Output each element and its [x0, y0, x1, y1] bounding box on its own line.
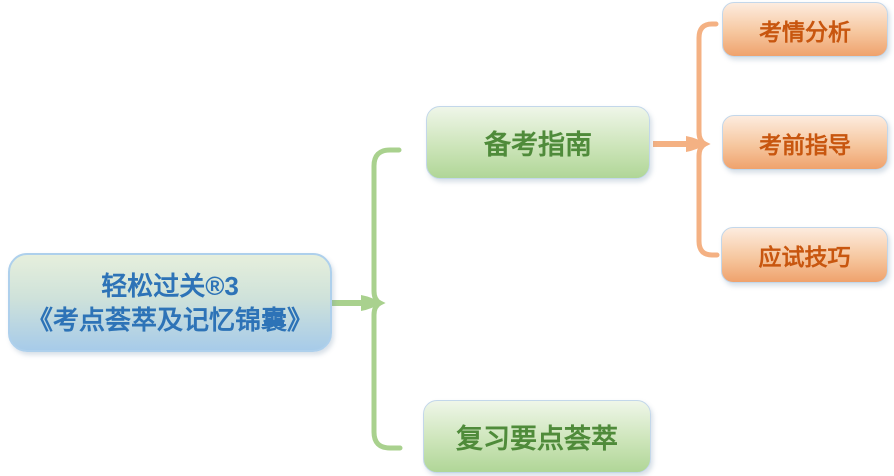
root-title-line1: 轻松过关®3 — [101, 270, 239, 301]
node-exam-analysis: 考情分析 — [722, 2, 888, 57]
node-pre-exam-guidance: 考前指导 — [722, 115, 888, 170]
node-exam-prep-guide: 备考指南 — [426, 106, 650, 179]
leaf-junction-cusp — [686, 136, 706, 152]
branch-junction-cusp — [361, 295, 381, 311]
node-label: 备考指南 — [484, 130, 592, 160]
branch-brace-connector — [371, 147, 403, 451]
root-title-line2: 《考点荟萃及记忆锦囊》 — [26, 304, 313, 335]
node-label: 复习要点荟萃 — [456, 424, 618, 454]
node-label: 考情分析 — [759, 18, 851, 45]
node-test-skills: 应试技巧 — [721, 227, 888, 283]
node-root: 轻松过关®3 《考点荟萃及记忆锦囊》 — [8, 253, 332, 352]
node-label: 应试技巧 — [758, 244, 851, 270]
node-review-points: 复习要点荟萃 — [423, 400, 651, 473]
node-label: 考前指导 — [759, 131, 851, 158]
leaf-brace-connector — [696, 21, 720, 258]
